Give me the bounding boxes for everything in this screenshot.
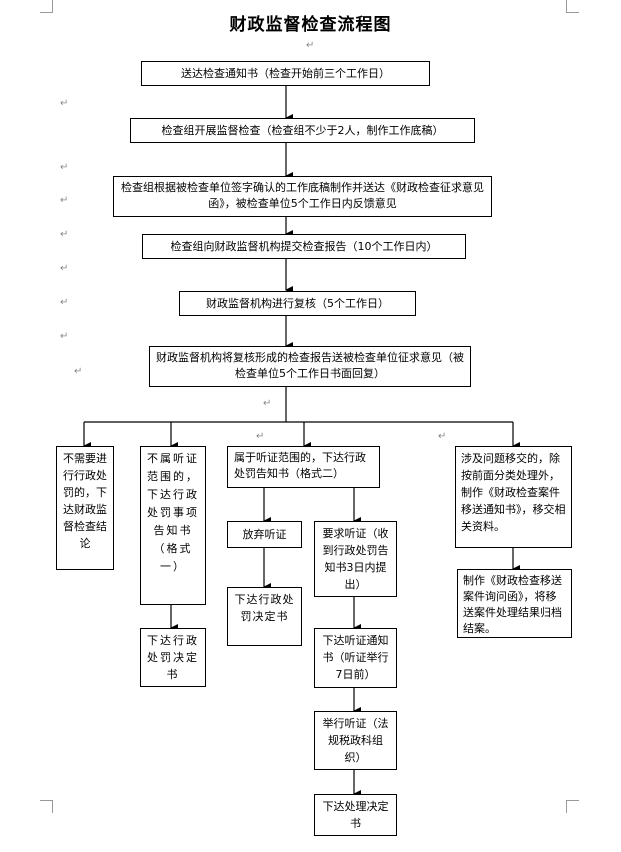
- step-send-report-label: 财政监督机构将复核形成的检查报告送被检查单位征求意见（被检查单位5个工作日书面回…: [156, 351, 464, 380]
- branch-transfer-label: 涉及问题移交的，除按前面分类处理外，制作《财政检查案件移送通知书》，移交相关资料…: [461, 452, 566, 533]
- branch-waive-decision-label: 下达行政处罚决定书: [234, 593, 295, 623]
- branch-transfer: 涉及问题移交的，除按前面分类处理外，制作《财政检查案件移送通知书》，移交相关资料…: [455, 446, 572, 548]
- branch-request-hearing: 要求听证（收到行政处罚告知书3日内提出）: [314, 521, 397, 597]
- branch-transfer-archive: 制作《财政检查移送案件询问函》，将移送案件处理结果归档结案。: [457, 569, 572, 638]
- paragraph-mark: ↵: [74, 366, 83, 377]
- paragraph-mark: ↵: [60, 195, 69, 206]
- paragraph-mark: ↵: [60, 263, 69, 274]
- paragraph-mark: ↵: [60, 162, 69, 173]
- branch-transfer-archive-label: 制作《财政检查移送案件询问函》，将移送案件处理结果归档结案。: [463, 574, 562, 635]
- paragraph-mark: ↵: [60, 229, 69, 240]
- step-opinion-letter-label: 检查组根据被检查单位签字确认的工作底稿制作并送达《财政检查征求意见函》，被检查单…: [121, 181, 484, 210]
- step-opinion-letter: 检查组根据被检查单位签字确认的工作底稿制作并送达《财政检查征求意见函》，被检查单…: [113, 176, 492, 217]
- branch-hold-hearing-label: 举行听证（法规税政科组织）: [322, 717, 389, 764]
- branch-no-penalty: 不需要进行行政处罚的，下达财政监督检查结论: [56, 446, 114, 570]
- branch-not-hearing-decision-label: 下达行政处罚决定书: [147, 634, 199, 681]
- branch-hearing: 属于听证范围的，下达行政处罚告知书（格式二）: [227, 446, 380, 488]
- branch-waive-hearing-label: 放弃听证: [242, 527, 287, 541]
- step-conduct-inspection: 检查组开展监督检查（检查组不少于2人，制作工作底稿）: [130, 118, 475, 143]
- step-conduct-inspection-label: 检查组开展监督检查（检查组不少于2人，制作工作底稿）: [161, 123, 444, 137]
- branch-hold-hearing: 举行听证（法规税政科组织）: [314, 711, 397, 770]
- paragraph-mark: ↵: [60, 331, 69, 342]
- branch-hearing-notice-label: 下达听证通知书（听证举行7日前）: [322, 634, 389, 681]
- step-send-notice: 送达检查通知书（检查开始前三个工作日）: [141, 61, 430, 86]
- branch-final-decision: 下达处理决定书: [314, 794, 397, 836]
- branch-waive-decision: 下达行政处罚决定书: [227, 587, 302, 646]
- paragraph-mark: ↵: [438, 431, 447, 442]
- step-review-label: 财政监督机构进行复核（5个工作日）: [206, 296, 389, 310]
- paragraph-mark: ↵: [60, 98, 69, 109]
- branch-not-hearing-label: 不属听证范围的，下达行政处罚事项告知书（格式一）: [147, 452, 199, 573]
- step-review: 财政监督机构进行复核（5个工作日）: [179, 291, 416, 316]
- page-title: 财政监督检查流程图: [229, 15, 392, 35]
- paragraph-mark: ↵: [60, 297, 69, 308]
- step-submit-report: 检查组向财政监督机构提交检查报告（10个工作日内）: [142, 234, 466, 259]
- step-send-report: 财政监督机构将复核形成的检查报告送被检查单位征求意见（被检查单位5个工作日书面回…: [149, 346, 471, 387]
- corner-mark-bottom-left: [40, 800, 53, 813]
- paragraph-mark: ↵: [256, 431, 265, 442]
- step-submit-report-label: 检查组向财政监督机构提交检查报告（10个工作日内）: [170, 239, 438, 253]
- branch-not-hearing-decision: 下达行政处罚决定书: [140, 628, 206, 687]
- branch-not-hearing: 不属听证范围的，下达行政处罚事项告知书（格式一）: [140, 446, 206, 605]
- corner-mark-top-left: [40, 0, 53, 13]
- branch-no-penalty-label: 不需要进行行政处罚的，下达财政监督检查结论: [63, 452, 107, 550]
- branch-waive-hearing: 放弃听证: [227, 521, 302, 548]
- branch-hearing-label: 属于听证范围的，下达行政处罚告知书（格式二）: [234, 451, 366, 480]
- paragraph-mark: ↵: [306, 40, 315, 51]
- corner-mark-top-right: [566, 0, 579, 13]
- paragraph-mark: ↵: [263, 398, 272, 409]
- branch-hearing-notice: 下达听证通知书（听证举行7日前）: [314, 628, 397, 688]
- step-send-notice-label: 送达检查通知书（检查开始前三个工作日）: [181, 66, 390, 80]
- branch-request-hearing-label: 要求听证（收到行政处罚告知书3日内提出）: [322, 527, 389, 591]
- corner-mark-bottom-right: [566, 800, 579, 813]
- branch-final-decision-label: 下达处理决定书: [322, 800, 389, 830]
